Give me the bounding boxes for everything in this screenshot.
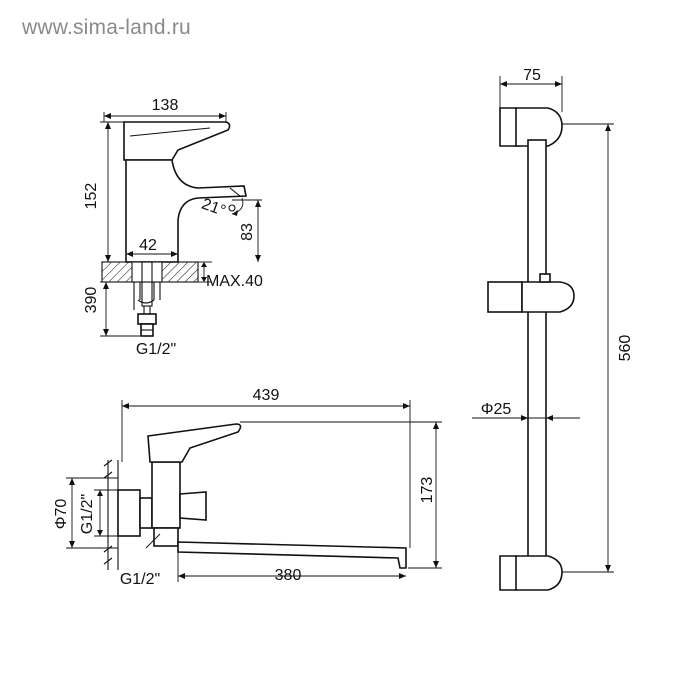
dim-560: 560 bbox=[617, 335, 634, 362]
basin-faucet-drawing: 138 152 83 21° 42 MAX.40 390 G bbox=[83, 97, 263, 358]
dim-max-40: MAX.40 bbox=[206, 273, 263, 290]
dim-75: 75 bbox=[523, 67, 541, 84]
dim-phi-70: Φ70 bbox=[53, 499, 70, 530]
dim-phi-25: Φ25 bbox=[481, 401, 512, 418]
shower-rail-drawing: 75 560 Φ25 bbox=[472, 67, 634, 591]
dim-138: 138 bbox=[152, 97, 179, 114]
dim-380: 380 bbox=[275, 567, 302, 584]
dim-152: 152 bbox=[83, 183, 100, 210]
watermark: www.sima-land.ru bbox=[22, 16, 191, 39]
dim-439: 439 bbox=[253, 387, 280, 404]
dim-173: 173 bbox=[419, 477, 436, 504]
dim-angle-21: 21° bbox=[199, 196, 228, 220]
dim-83: 83 bbox=[239, 223, 256, 241]
thread-out-label: G1/2" bbox=[120, 571, 160, 588]
dim-42: 42 bbox=[139, 237, 157, 254]
thread-label: G1/2" bbox=[136, 341, 176, 358]
bath-faucet-drawing: 439 173 380 Φ70 G1/2" G1/2" bbox=[53, 387, 442, 588]
thread-in-label: G1/2" bbox=[79, 494, 96, 534]
dim-390: 390 bbox=[83, 287, 100, 314]
